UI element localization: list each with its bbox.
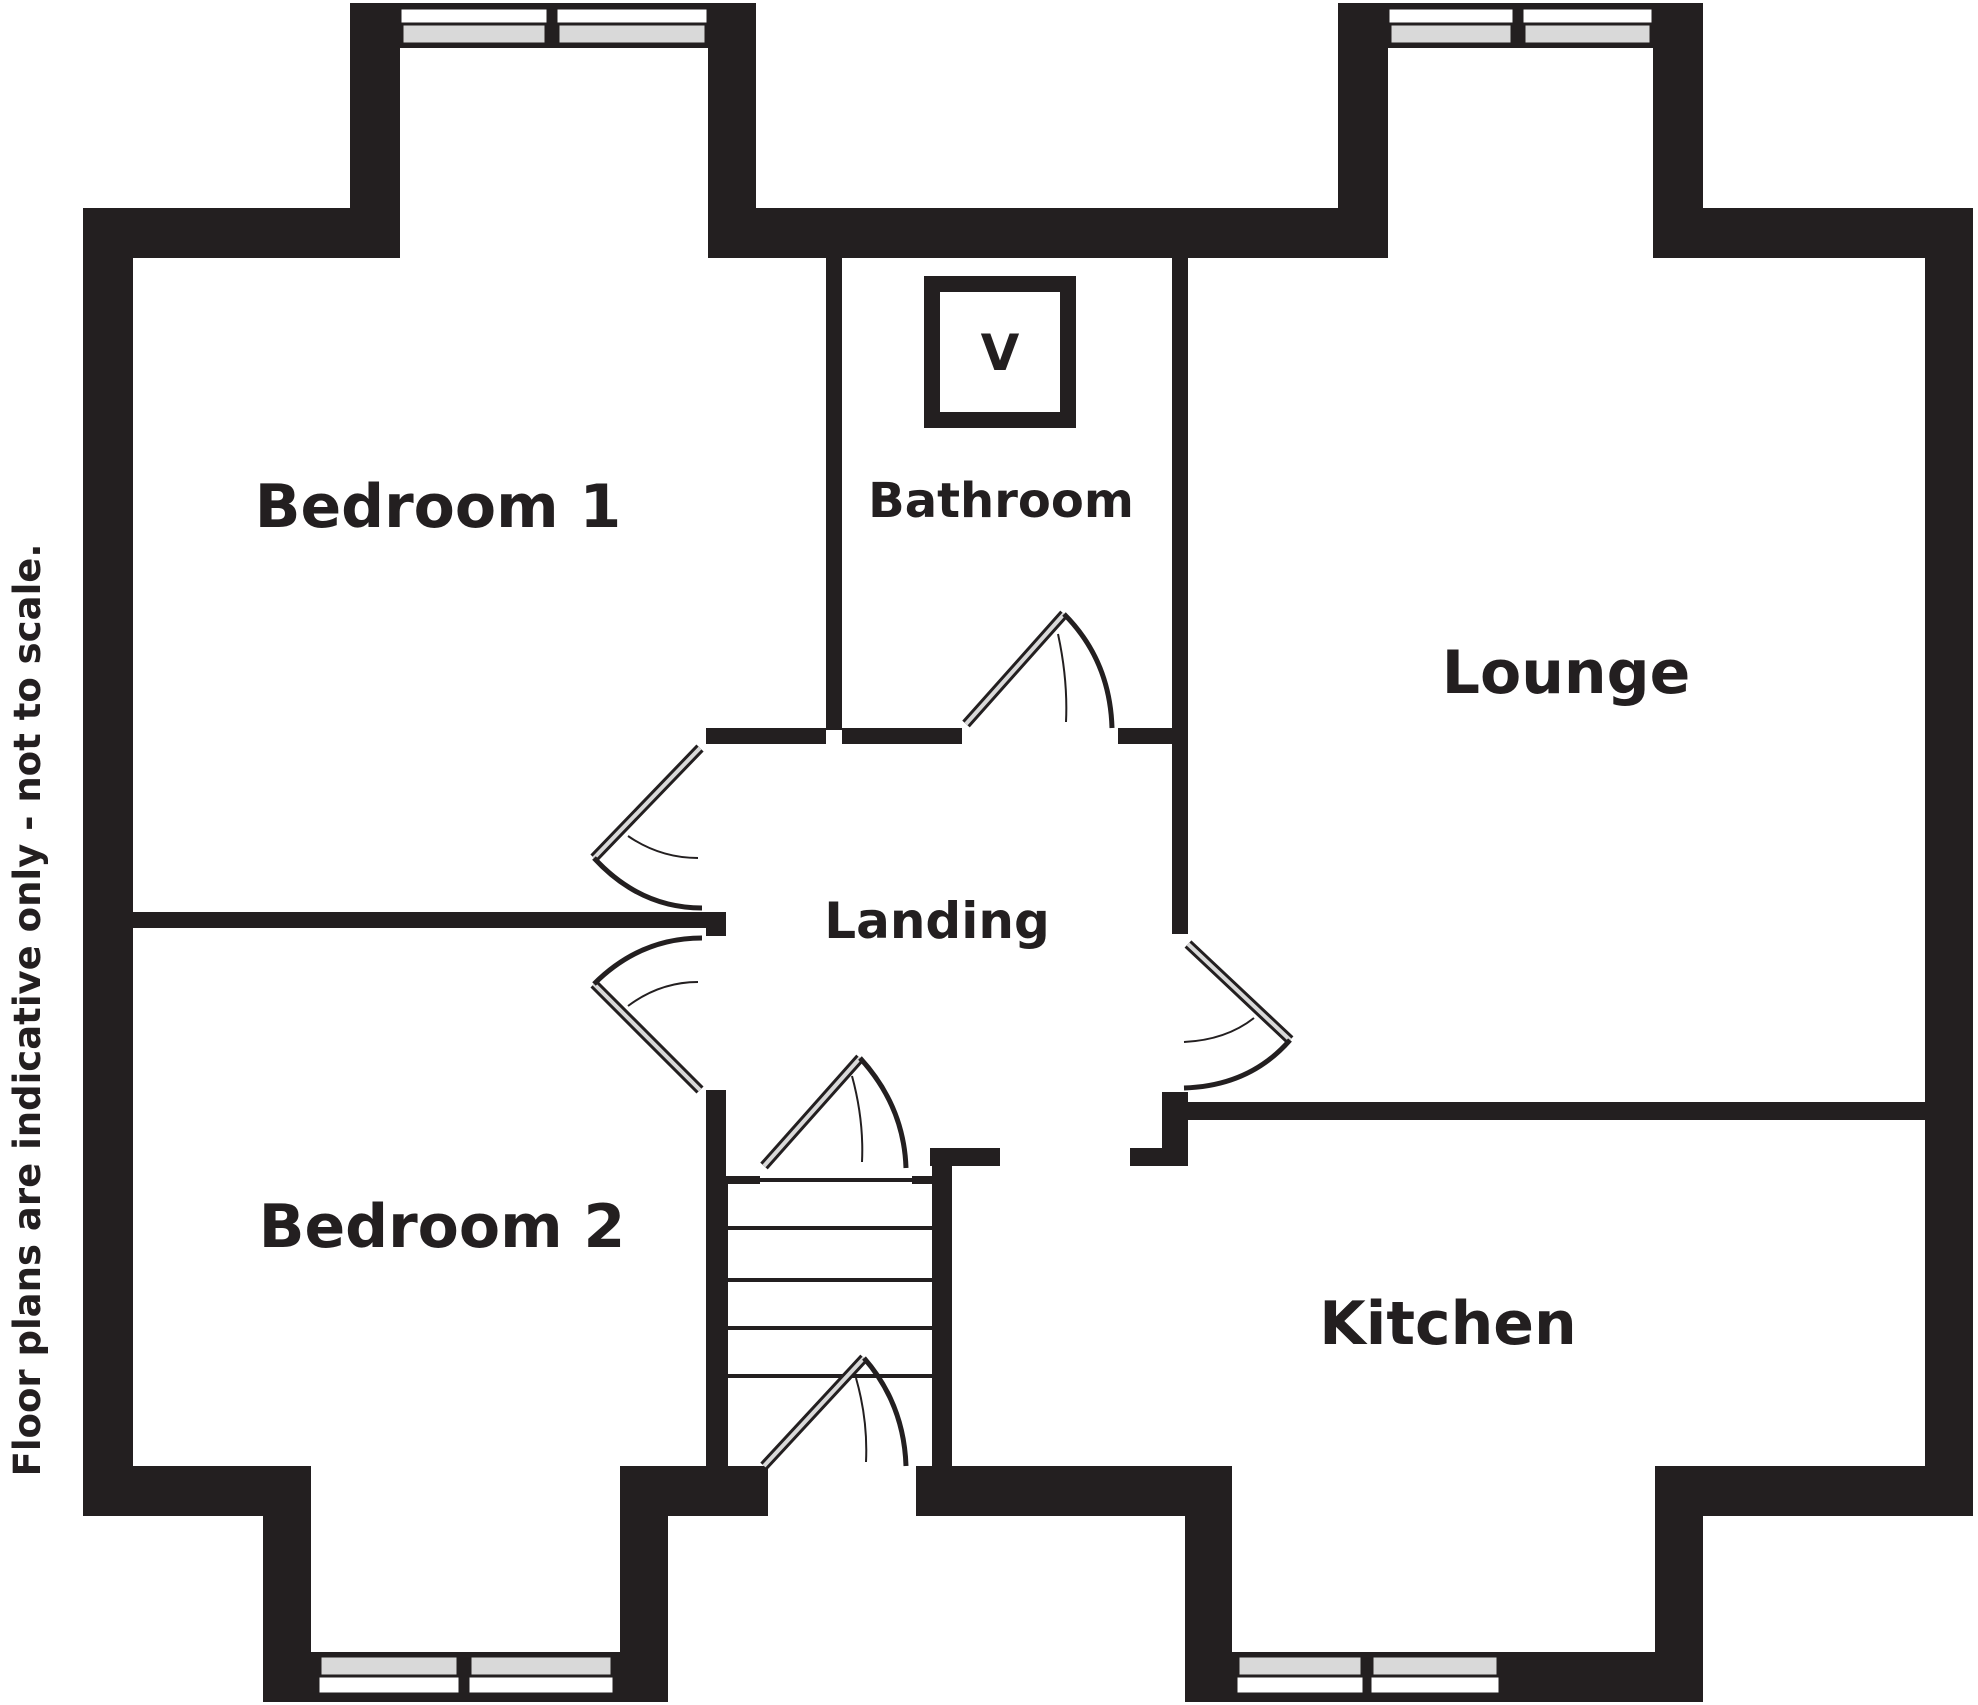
wall-bed1-bath [826, 258, 842, 730]
wall-kitchen-stub [1130, 1148, 1188, 1166]
vent-symbol: V [924, 276, 1076, 428]
label-bathroom: Bathroom [868, 473, 1134, 529]
vent-label: V [981, 324, 1020, 382]
doors [590, 610, 1294, 1470]
wall-stair-kitchen [932, 1148, 952, 1468]
label-bedroom1: Bedroom 1 [255, 472, 622, 542]
wall-bath-lounge [1172, 258, 1188, 934]
wall-bath-bottom-b [1118, 728, 1188, 744]
label-landing: Landing [824, 892, 1050, 950]
outer-wall [83, 3, 1973, 1702]
disclaimer-text: Floor plans are indicative only - not to… [6, 544, 49, 1477]
staircase [724, 1176, 936, 1466]
wall-bed1-bed2 [133, 912, 715, 928]
wall-lounge-kitchen [1172, 1102, 1925, 1120]
windows [316, 6, 1655, 1696]
door-bedroom1 [590, 744, 704, 911]
door-bathroom [962, 610, 1115, 729]
wall-bed1-landing-top [706, 728, 826, 744]
wall-bath-bottom-a [842, 728, 962, 744]
walls [83, 3, 1973, 1702]
label-bedroom2: Bedroom 2 [259, 1192, 626, 1262]
window-bedroom1 [398, 6, 710, 48]
window-bedroom2 [316, 1652, 616, 1696]
door-stair-cupboard [760, 1054, 909, 1170]
room-labels: Bedroom 1 Bathroom Lounge Landing Bedroo… [255, 472, 1691, 1359]
wall-landing-left-stub [706, 912, 726, 936]
door-lounge [1183, 940, 1294, 1091]
door-entrance [760, 1354, 909, 1470]
window-lounge [1386, 6, 1655, 48]
label-lounge: Lounge [1442, 638, 1691, 708]
wall-bed2-stair [706, 1090, 726, 1466]
label-kitchen: Kitchen [1319, 1289, 1576, 1359]
door-bedroom2 [590, 935, 704, 1094]
window-kitchen [1234, 1652, 1502, 1696]
